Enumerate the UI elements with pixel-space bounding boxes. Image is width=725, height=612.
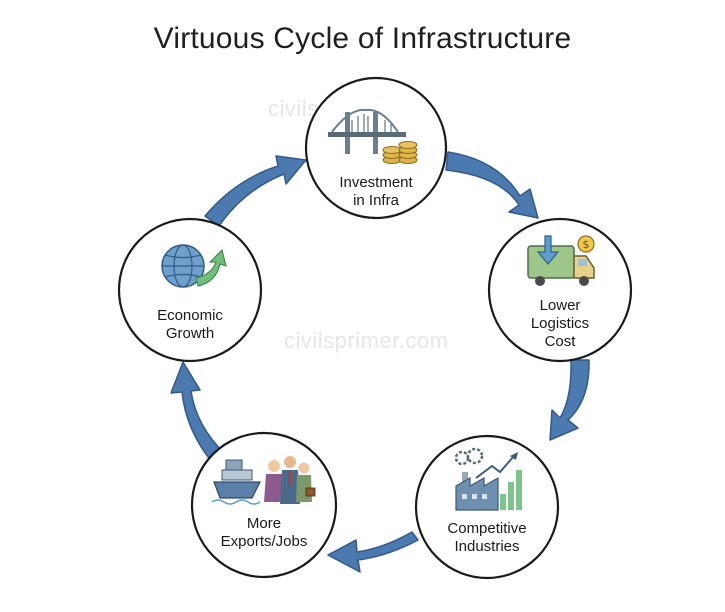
ship-workers-icon (211, 456, 316, 505)
node-label-line: Industries (454, 538, 520, 555)
arrow-exports-to-growth (170, 361, 227, 463)
diagram-title: Virtuous Cycle of Infrastructure (153, 22, 572, 55)
factory-growth-icon (454, 447, 522, 511)
node-label-competitive: Competitive Industries (422, 520, 552, 556)
node-label-line: Competitive (447, 520, 527, 537)
node-label-investment: Investment in Infra (311, 174, 441, 210)
node-label-line: Lower (539, 297, 581, 314)
bridge-coins-icon (328, 108, 418, 164)
globe-arrow-icon (161, 244, 227, 288)
node-label-exports: More Exports/Jobs (199, 515, 329, 551)
node-label-line: Cost (544, 333, 576, 350)
arrow-logistics-to-competitive (549, 359, 590, 441)
arrow-competitive-to-exports (327, 531, 419, 573)
node-label-line: Growth (165, 325, 215, 342)
watermark-center: civilsprimer.com (284, 328, 449, 353)
svg-text:$: $ (583, 238, 590, 251)
cycle-arrows (170, 151, 590, 573)
node-label-logistics: Lower Logistics Cost (495, 297, 625, 351)
delivery-truck-icon: $ (527, 235, 595, 286)
node-label-line: More (246, 515, 282, 532)
arrow-investment-to-logistics (445, 151, 539, 219)
node-circle-growth (117, 217, 263, 363)
arrow-growth-to-investment (204, 155, 307, 227)
node-circle-exports (190, 431, 338, 579)
node-circle-logistics (487, 217, 633, 363)
node-label-line: Exports/Jobs (220, 533, 308, 550)
node-label-line: Investment (339, 174, 413, 191)
node-label-line: Logistics (530, 315, 590, 332)
node-label-line: Economic (157, 307, 223, 324)
node-label-growth: Economic Growth (125, 307, 255, 343)
node-label-line: in Infra (353, 192, 399, 209)
